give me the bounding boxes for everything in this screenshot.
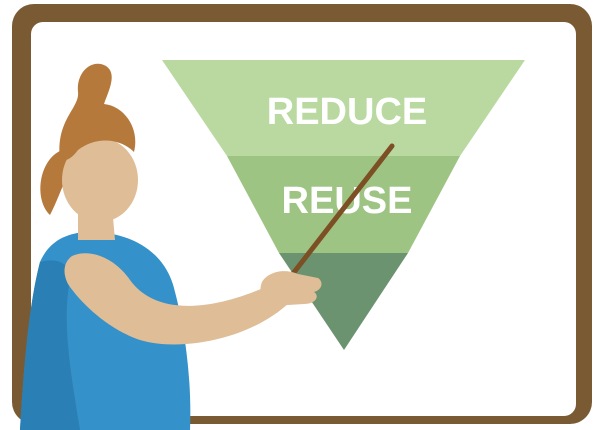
tier-label-reduce: REDUCE — [267, 91, 427, 133]
